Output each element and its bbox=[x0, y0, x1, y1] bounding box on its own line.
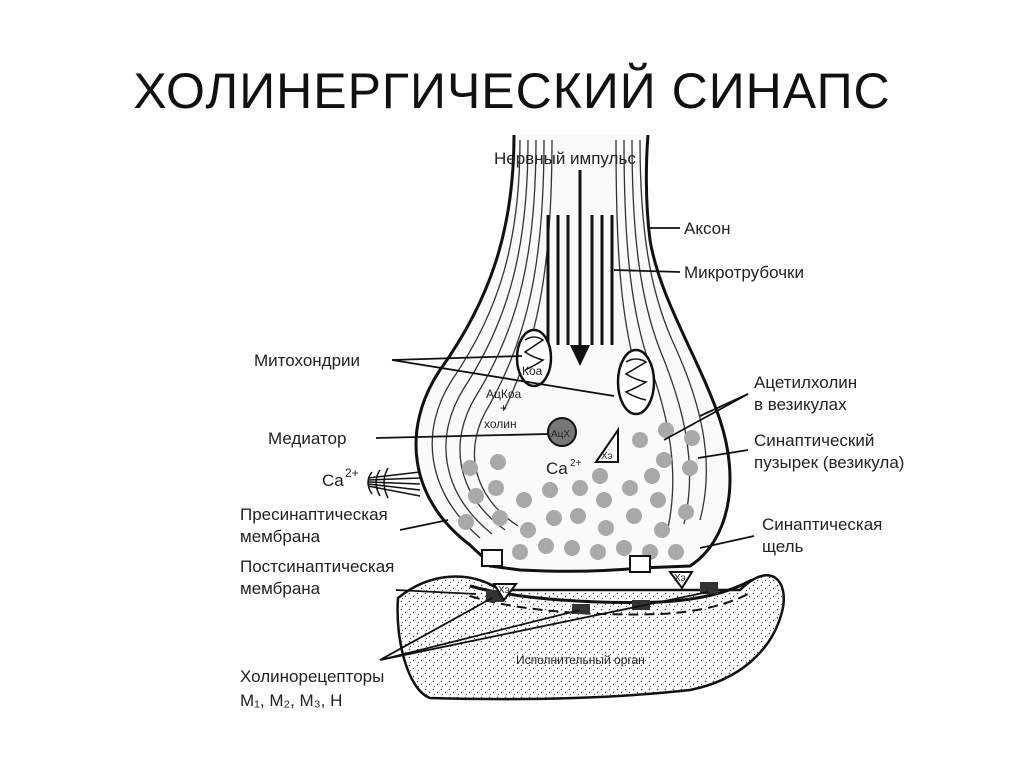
postsynaptic-label-line1: Постсинаптическая bbox=[240, 557, 394, 576]
acetylcholine-label-line2: в везикулах bbox=[754, 395, 847, 414]
synaptic-vesicle-label-line2: пузырек (везикула) bbox=[754, 453, 904, 472]
presynaptic-label-line2: мембрана bbox=[240, 527, 321, 546]
cholinoreceptors-label-line1: Холинорецепторы bbox=[240, 667, 384, 686]
nerve-impulse-label: Нервный импульс bbox=[494, 149, 636, 168]
mitochondria-label: Митохондрии bbox=[254, 351, 360, 370]
acetylcholine-label-line1: Ацетилхолин bbox=[754, 373, 857, 392]
synaptic-vesicle-label-line1: Синаптический bbox=[754, 431, 874, 450]
calcium-left-sup: 2+ bbox=[345, 466, 359, 480]
presynaptic-label-line1: Пресинаптическая bbox=[240, 505, 388, 524]
xe-label-right: Xэ bbox=[674, 573, 686, 584]
ach-label: АцХ bbox=[551, 429, 570, 440]
xe-label-left: Xэ bbox=[498, 585, 510, 596]
calcium-left-label: Ca bbox=[322, 471, 344, 490]
calcium-channel-fan bbox=[368, 468, 420, 498]
cholin-label: холин bbox=[484, 417, 517, 431]
cholinoreceptors-label-line2: M₁, M₂, M₃, H bbox=[240, 691, 342, 710]
effector-organ-label: Исполнительный орган bbox=[516, 653, 645, 667]
calcium-inner-label: Ca bbox=[546, 459, 568, 478]
koa-label: Коа bbox=[522, 364, 543, 378]
mediator-label: Медиатор bbox=[268, 429, 346, 448]
plus-label: + bbox=[500, 401, 507, 415]
synaptic-cleft-label-line2: щель bbox=[762, 537, 804, 556]
calcium-inner-sup: 2+ bbox=[570, 458, 582, 469]
xe-label-top: Xэ bbox=[601, 451, 613, 462]
atskoa-label: АцКоа bbox=[486, 387, 522, 401]
microtubules-label: Микротрубочки bbox=[684, 263, 804, 282]
postsynaptic-label-line2: мембрана bbox=[240, 579, 321, 598]
mitochondrion-right bbox=[618, 350, 654, 414]
synaptic-cleft-label-line1: Синаптическая bbox=[762, 515, 882, 534]
axon-label: Аксон bbox=[684, 219, 731, 238]
